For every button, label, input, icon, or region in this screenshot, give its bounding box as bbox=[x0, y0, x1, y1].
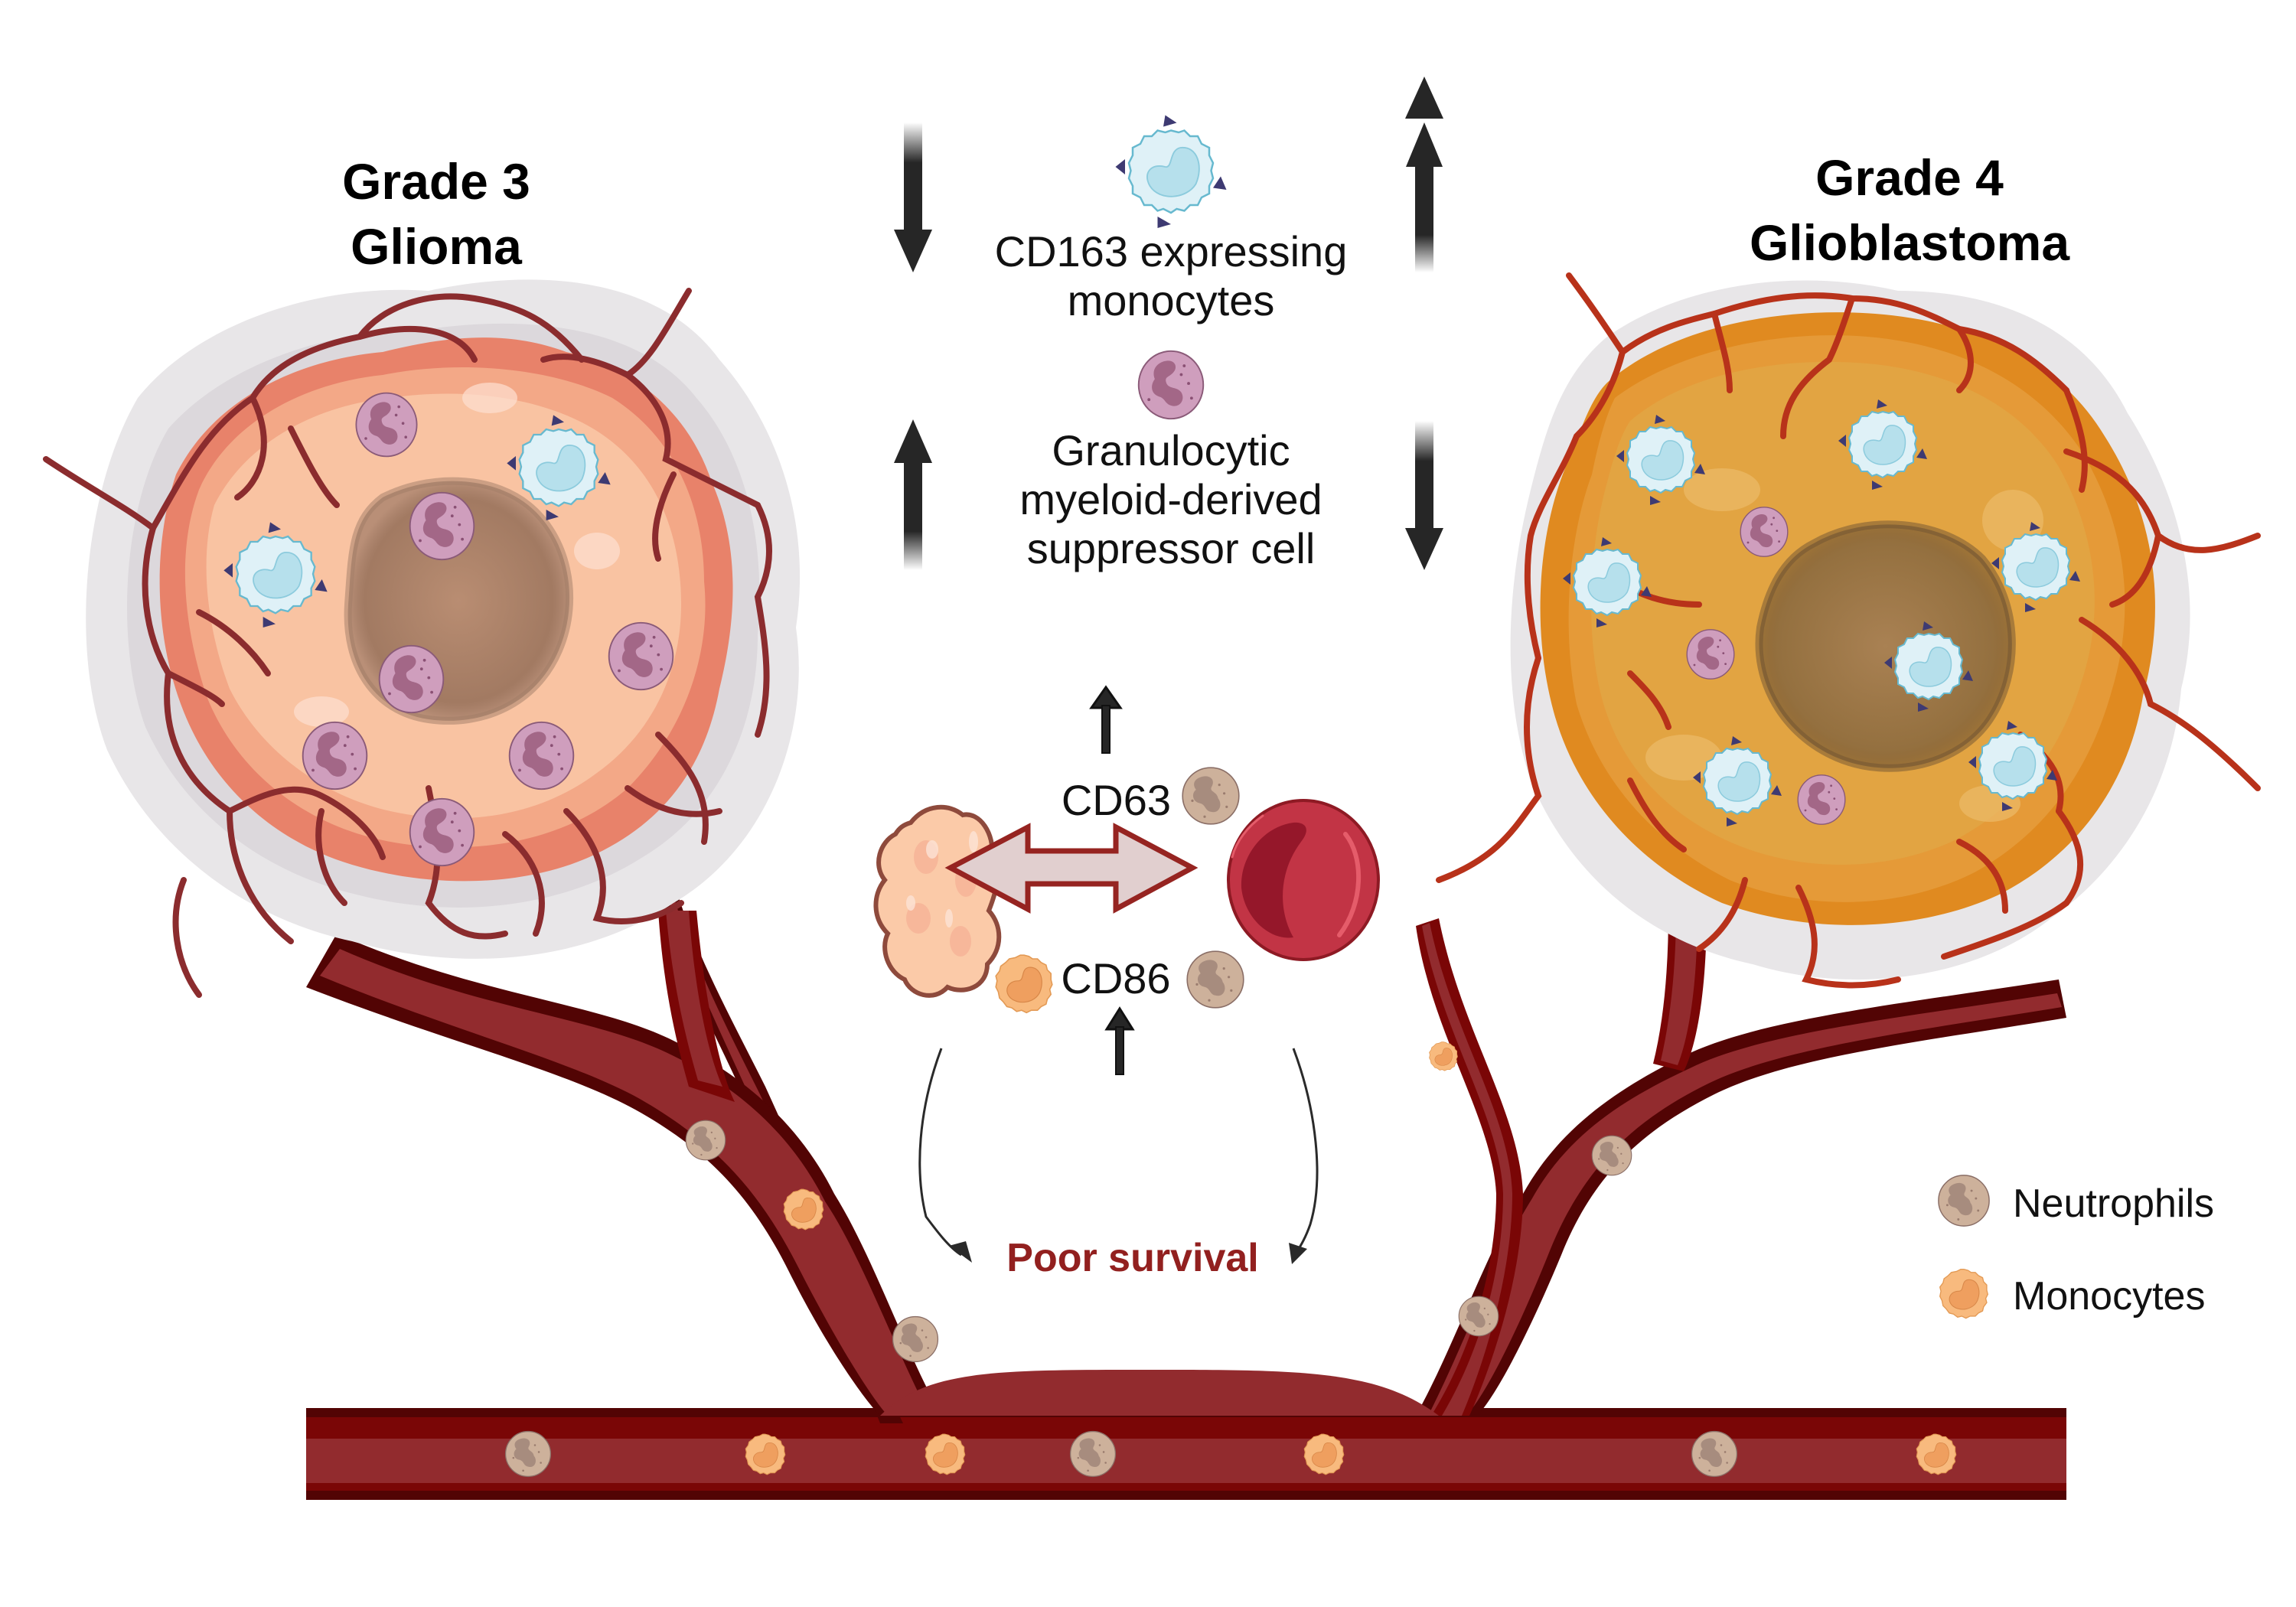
gmdsc-cell bbox=[409, 797, 475, 867]
cd86-label: CD86 bbox=[1061, 954, 1170, 1002]
left-title-line1: Grade 3 bbox=[342, 153, 530, 210]
legend-neutrophils-label: Neutrophils bbox=[2013, 1182, 2214, 1226]
right-title: Grade 4 Glioblastoma bbox=[1750, 149, 2070, 271]
monocyte-in-vessel bbox=[1916, 1433, 1957, 1475]
monocyte-in-vessel bbox=[783, 1188, 824, 1231]
tumor-cell-cluster-icon bbox=[873, 804, 1002, 998]
gbm-cd163-up-arrow-icon bbox=[1405, 77, 1443, 272]
macrophage-cd163-icon bbox=[1114, 114, 1228, 228]
monocyte-in-vessel bbox=[745, 1433, 786, 1475]
gmdsc-cell bbox=[1686, 629, 1735, 680]
neutrophil-in-vessel bbox=[504, 1430, 552, 1478]
gmdsc-label-line1: Granulocytic bbox=[1052, 426, 1290, 474]
red-blood-cell-icon bbox=[1227, 799, 1380, 961]
right-curved-arrow-icon bbox=[1292, 1048, 1319, 1256]
cd163-label-line1: CD163 expressing bbox=[995, 227, 1348, 275]
double-headed-arrow-icon bbox=[944, 823, 1199, 914]
gmdsc-cell bbox=[1797, 774, 1846, 825]
gmdsc-label-line3: suppressor cell bbox=[1027, 524, 1316, 572]
center-comparison-panel: CD163 expressing monocytes Granulocytic … bbox=[873, 77, 1443, 1280]
cd63-up-arrow-icon bbox=[1089, 685, 1123, 754]
gbm-gmdsc-down-arrow-icon bbox=[1405, 421, 1443, 570]
gmdsc-cell bbox=[409, 491, 475, 561]
blood-vessel-network bbox=[0, 880, 2296, 1530]
monocyte-in-vessel bbox=[1429, 1041, 1458, 1071]
gmdsc-cell bbox=[378, 644, 445, 714]
legend: Neutrophils Monocytes bbox=[1938, 1175, 2214, 1319]
right-title-line1: Grade 4 bbox=[1815, 149, 2004, 206]
neutrophil-in-vessel bbox=[1458, 1296, 1499, 1337]
left-title: Grade 3 Glioma bbox=[342, 153, 530, 275]
gmdsc-cell bbox=[1740, 507, 1789, 557]
neutrophil-in-vessel bbox=[685, 1120, 726, 1161]
cd163-label-line2: monocytes bbox=[1068, 276, 1275, 324]
gmdsc-cell bbox=[508, 721, 575, 790]
grade3-glioma-tumor bbox=[43, 279, 801, 998]
neutrophil-in-vessel bbox=[1069, 1430, 1117, 1478]
glioma-cd163-down-arrow-icon bbox=[894, 122, 932, 272]
legend-monocyte-icon bbox=[1939, 1269, 1988, 1319]
gmdsc-cell bbox=[608, 621, 674, 691]
gmdsc-cell-icon bbox=[1137, 350, 1205, 420]
right-title-line2: Glioblastoma bbox=[1750, 214, 2070, 271]
neutrophil-in-vessel bbox=[1591, 1135, 1632, 1176]
left-curved-arrow-icon bbox=[918, 1048, 962, 1257]
monocyte-in-vessel bbox=[925, 1433, 966, 1475]
left-title-line2: Glioma bbox=[351, 218, 523, 275]
neutrophil-icon bbox=[1186, 950, 1244, 1009]
glioma-capillaries bbox=[43, 288, 772, 998]
gmdsc-label-line2: myeloid-derived bbox=[1019, 475, 1322, 523]
gbm-capillaries bbox=[1436, 272, 2261, 989]
gmdsc-cell bbox=[302, 721, 368, 790]
neutrophil-icon bbox=[1182, 767, 1240, 825]
cd63-label: CD63 bbox=[1062, 776, 1171, 824]
monocyte-icon bbox=[995, 954, 1053, 1014]
gmdsc-cell bbox=[355, 392, 418, 458]
poor-survival-label: Poor survival bbox=[1006, 1236, 1258, 1280]
gbm-necrotic-core bbox=[1755, 520, 2016, 772]
neutrophil-in-vessel bbox=[892, 1315, 939, 1363]
legend-neutrophil-icon bbox=[1938, 1175, 1990, 1227]
legend-monocytes-label: Monocytes bbox=[2013, 1274, 2205, 1319]
grade4-glioblastoma-tumor bbox=[1436, 272, 2261, 989]
neutrophil-in-vessel bbox=[1691, 1430, 1738, 1478]
glioma-gmdsc-up-arrow-icon bbox=[894, 419, 932, 570]
monocyte-in-vessel bbox=[1303, 1433, 1345, 1475]
cd86-up-arrow-icon bbox=[1104, 1006, 1135, 1075]
